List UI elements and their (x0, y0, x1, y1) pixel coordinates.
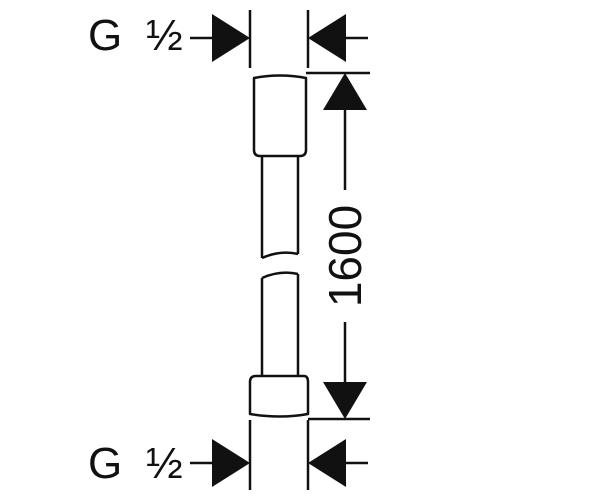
arrowhead (308, 14, 346, 62)
thread-label-bottom-size: ½ (146, 439, 183, 488)
hose-bottom-nut (248, 374, 310, 418)
hose-top-nut (252, 74, 308, 158)
width-dimension-top (190, 10, 368, 68)
width-dimension-bottom (190, 420, 368, 490)
thread-label-bottom-letter: G (88, 439, 122, 488)
length-dimension (306, 71, 370, 421)
hose-upper-tube (260, 156, 300, 258)
arrowhead (323, 382, 367, 419)
arrowhead (212, 14, 250, 62)
hose-break-upper (261, 251, 299, 260)
thread-label-top-size: ½ (146, 11, 183, 60)
thread-label-top-letter: G (88, 11, 122, 60)
arrowhead (212, 439, 250, 487)
hose (248, 74, 310, 418)
hose-break-lower (261, 271, 299, 280)
arrowhead (308, 439, 346, 487)
arrowhead (323, 73, 367, 110)
hose-lower-tube (260, 274, 300, 376)
length-label: 1600 (319, 205, 371, 307)
